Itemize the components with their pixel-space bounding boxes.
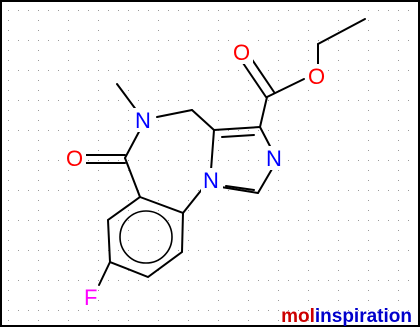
bond-ester-oc	[266, 78, 305, 98]
bond-ethyl-cc	[317, 18, 366, 45]
bond-nmethyl-co	[124, 127, 142, 159]
bond-im-inner-a	[221, 134, 255, 138]
atom-o-carbonyl-ester: O	[233, 40, 250, 65]
bond-c-f	[98, 261, 111, 286]
bond-ester-co-double-a	[242, 62, 267, 98]
bond-im-n-c1	[257, 168, 273, 194]
atom-o-lactam: O	[66, 146, 83, 171]
logo-part-inspiration: inspiration	[315, 306, 412, 327]
atom-n-imidazole: N	[266, 146, 282, 171]
svg-text:molinspiration: molinspiration	[281, 306, 412, 327]
bond-nmethyl-ch3	[116, 83, 138, 112]
bond-im-inner-b	[225, 185, 255, 191]
atom-labels: O O N N O N F	[64, 40, 328, 310]
bond-nbridge-benzene	[182, 187, 204, 214]
benzene-aromatic-circle	[119, 210, 173, 264]
bond-im-c3a-c3	[213, 126, 261, 131]
bonds	[85, 18, 366, 286]
bond-ch2-nmethyl	[156, 109, 193, 118]
atom-n-bridge: N	[203, 168, 219, 193]
bond-lactam-benzene	[124, 157, 141, 198]
atom-n-methyl: N	[135, 108, 151, 133]
bond-im-nbridge-c3a	[210, 129, 215, 171]
molinspiration-logo: molinspiration	[281, 306, 412, 327]
atom-o-ester: O	[308, 64, 325, 89]
bond-im-c1-nbridge	[220, 186, 259, 194]
logo-part-mol: mol	[281, 306, 315, 327]
bond-ester-ring	[259, 96, 268, 128]
atom-f: F	[84, 285, 97, 310]
bond-c3a-ch2	[191, 109, 215, 131]
benzene-ring	[106, 195, 185, 279]
bond-ester-co-double-b	[250, 57, 275, 93]
